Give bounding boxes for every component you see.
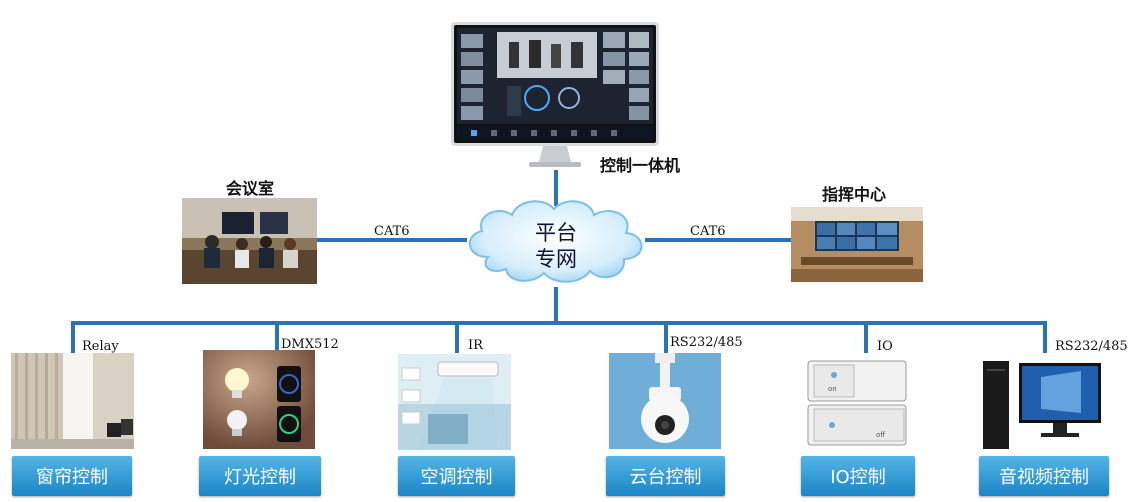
air-conditioner-photo xyxy=(398,354,511,450)
ptz-camera-photo xyxy=(609,353,721,449)
light-bulb-photo xyxy=(203,350,315,449)
ptz-control-button[interactable]: 云台控制 xyxy=(606,456,725,496)
av-control-button[interactable]: 音视频控制 xyxy=(979,456,1109,496)
protocol-label: Relay xyxy=(82,339,119,354)
pc-monitor-photo xyxy=(981,357,1103,451)
curtain-control-button[interactable]: 窗帘控制 xyxy=(12,456,132,496)
svg-text:off: off xyxy=(876,431,885,439)
command-center-photo xyxy=(791,207,923,282)
control-monitor xyxy=(451,22,659,172)
meeting-room-title: 会议室 xyxy=(226,179,275,198)
left-cat6-line xyxy=(317,238,467,242)
svg-text:on: on xyxy=(828,385,837,393)
right-cat6-line xyxy=(645,238,791,242)
cloud-bus-link xyxy=(554,287,558,323)
protocol-label: RS232/485 xyxy=(1055,339,1128,354)
switch-panel-photo: on off xyxy=(802,355,912,449)
protocol-label: RS232/485 xyxy=(670,335,743,350)
network-cloud: 平台 专网 xyxy=(458,195,654,287)
drop-io xyxy=(864,321,868,353)
command-center-title: 指挥中心 xyxy=(822,185,887,204)
right-link-label: CAT6 xyxy=(690,224,726,239)
drop-curtain xyxy=(71,321,75,353)
ac-control-button[interactable]: 空调控制 xyxy=(398,456,515,496)
drop-ptz xyxy=(664,321,668,353)
device-bus-line xyxy=(71,321,1047,325)
curtain-photo xyxy=(11,353,134,449)
protocol-label: IR xyxy=(468,338,483,353)
cloud-line2: 专网 xyxy=(535,247,577,271)
cloud-line1: 平台 xyxy=(535,221,577,245)
left-link-label: CAT6 xyxy=(374,224,410,239)
light-control-button[interactable]: 灯光控制 xyxy=(199,456,321,496)
drop-av xyxy=(1043,321,1047,353)
drop-ac xyxy=(455,321,459,353)
protocol-label: IO xyxy=(877,339,893,354)
protocol-label: DMX512 xyxy=(281,337,339,352)
monitor-link-line xyxy=(554,170,558,206)
monitor-label: 控制一体机 xyxy=(600,156,681,175)
meeting-room-photo xyxy=(182,198,317,284)
io-control-button[interactable]: IO控制 xyxy=(801,456,915,496)
drop-light xyxy=(275,321,279,353)
